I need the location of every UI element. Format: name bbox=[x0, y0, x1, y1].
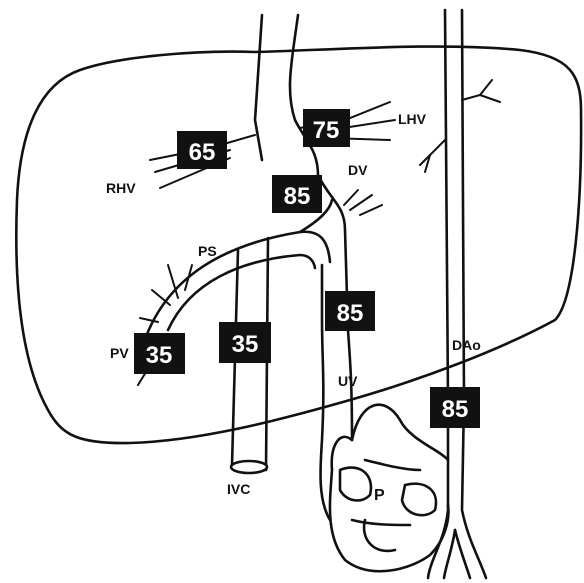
saturation-box-lhv: 75 bbox=[303, 109, 350, 147]
saturation-value-ivc: 35 bbox=[232, 331, 259, 358]
lhv-label: LHV bbox=[398, 111, 427, 127]
pv-label: PV bbox=[110, 345, 129, 361]
placenta-structure bbox=[330, 405, 448, 571]
saturation-value-dv: 85 bbox=[284, 183, 311, 210]
saturation-value-uv: 85 bbox=[337, 300, 364, 327]
rhv-label: RHV bbox=[106, 180, 136, 196]
liver-outline bbox=[16, 47, 581, 444]
placenta-label: P bbox=[374, 487, 385, 504]
saturation-value-pv: 35 bbox=[146, 342, 173, 369]
saturation-box-dao: 85 bbox=[430, 387, 480, 428]
saturation-value-dao: 85 bbox=[442, 396, 469, 423]
ivc-label: IVC bbox=[227, 481, 250, 497]
saturation-box-rhv: 65 bbox=[177, 131, 227, 169]
saturation-box-uv: 85 bbox=[325, 291, 375, 331]
ps-label: PS bbox=[198, 243, 217, 259]
uv-label: UV bbox=[338, 373, 358, 389]
saturation-value-rhv: 65 bbox=[189, 139, 216, 166]
saturation-box-dv: 85 bbox=[272, 175, 322, 213]
saturation-box-pv: 35 bbox=[134, 333, 185, 374]
saturation-box-ivc: 35 bbox=[219, 322, 271, 363]
dao-label: DAo bbox=[452, 337, 481, 353]
saturation-value-lhv: 75 bbox=[313, 117, 340, 144]
dv-label: DV bbox=[348, 162, 368, 178]
